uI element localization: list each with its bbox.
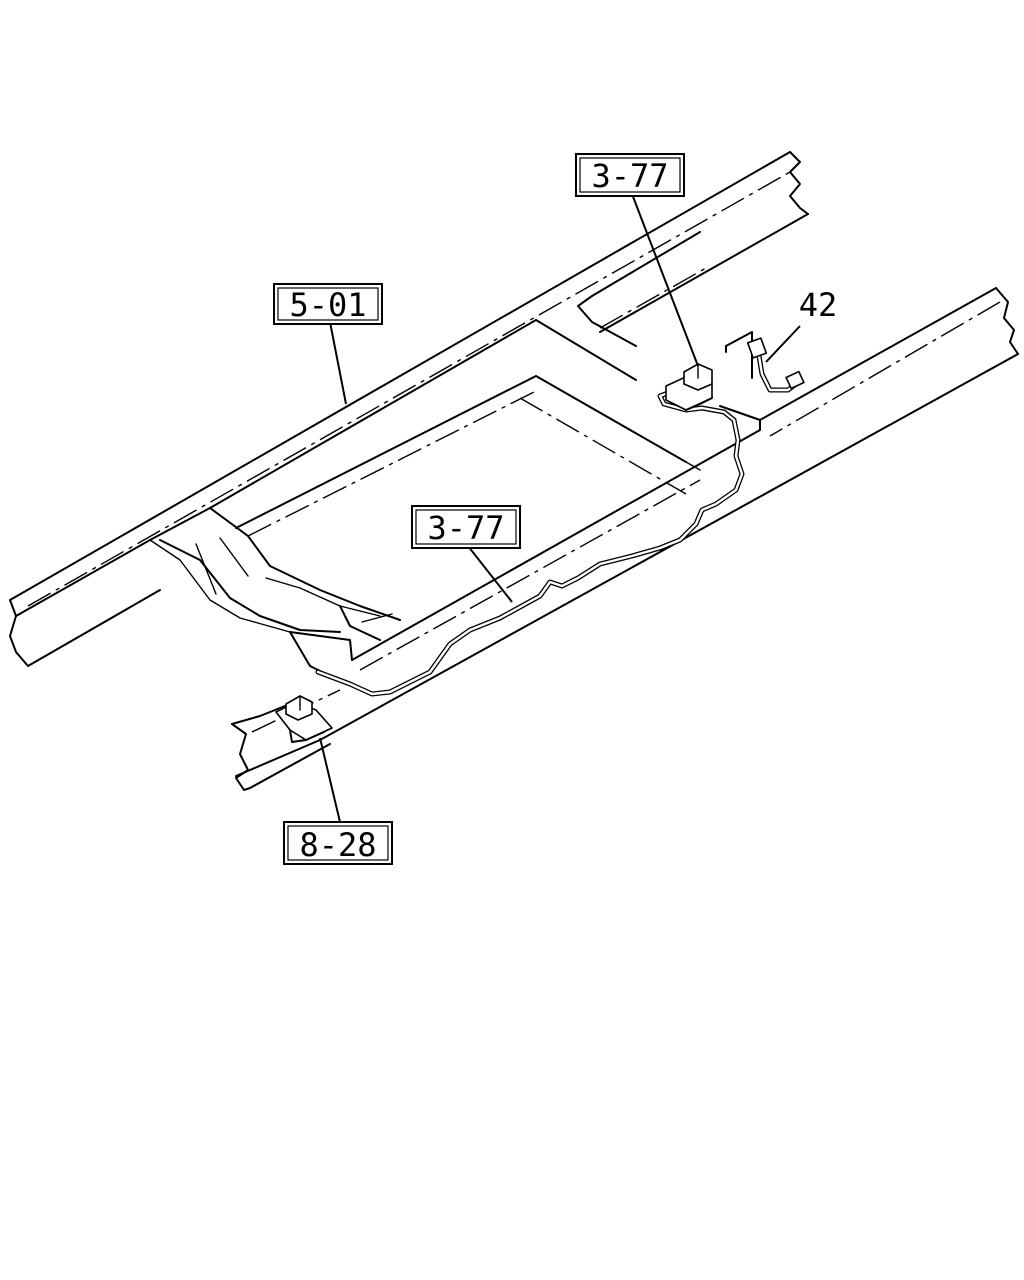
callout-3-77-middle-label: 3-77 <box>427 509 504 547</box>
callout-3-77-middle[interactable]: 3-77 <box>411 505 521 549</box>
callout-8-28[interactable]: 8-28 <box>283 821 393 865</box>
leader-3-77-middle <box>467 545 513 603</box>
brake-hose <box>725 331 805 393</box>
lower-bracket <box>275 695 333 743</box>
callout-5-01-label: 5-01 <box>289 286 366 324</box>
callout-42-label: 42 <box>799 286 838 324</box>
leader-lines <box>319 193 801 823</box>
leader-42 <box>765 325 801 363</box>
crossmember <box>149 375 701 677</box>
leader-3-77-upper <box>631 193 699 367</box>
callout-3-77-upper[interactable]: 3-77 <box>575 153 685 197</box>
upper-pipe-bracket <box>665 363 713 411</box>
callout-42[interactable]: 42 <box>799 286 838 324</box>
callout-8-28-label: 8-28 <box>299 826 376 864</box>
leader-8-28 <box>319 737 341 823</box>
brake-pipe <box>315 387 745 697</box>
callout-3-77-upper-label: 3-77 <box>591 157 668 195</box>
leader-5-01 <box>329 321 347 405</box>
callout-5-01[interactable]: 5-01 <box>273 283 383 325</box>
